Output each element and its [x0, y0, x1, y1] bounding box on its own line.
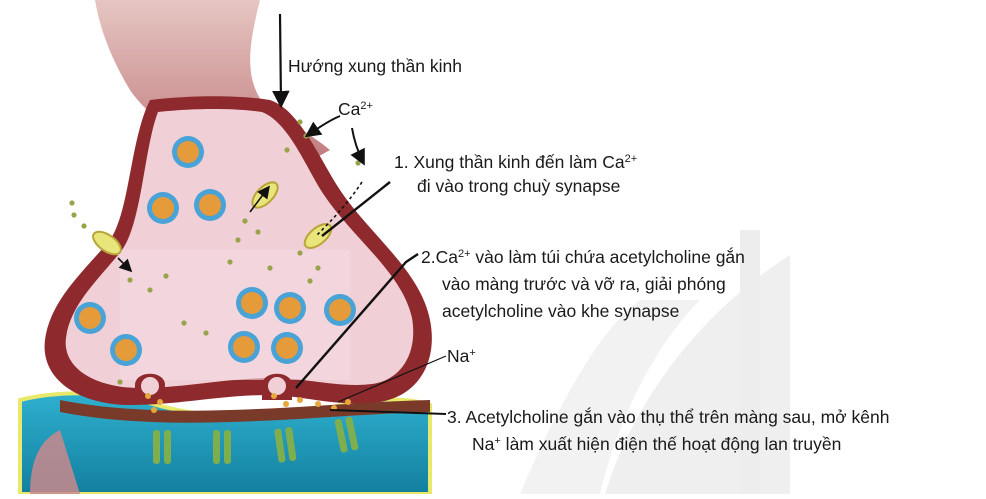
sodium-ion-symbol: Na [447, 346, 469, 366]
step-2-line-3: acetylcholine vào khe synapse [442, 301, 679, 321]
sodium-ion-label: Na+ [447, 344, 476, 368]
step-3-line-1: Acetylcholine gắn vào thụ thể trên màng … [466, 407, 890, 427]
step-1-number: 1. [394, 152, 409, 172]
step-3-number: 3. [447, 407, 462, 427]
step-2-label: 2.Ca2+ vào làm túi chứa acetylcholine gắ… [421, 244, 745, 325]
calcium-ion-label: Ca2+ [338, 97, 373, 121]
step-3-line-2: Na+ làm xuất hiện điện thế hoạt động lan… [472, 434, 841, 454]
step-3-label: 3. Acetylcholine gắn vào thụ thể trên mà… [447, 404, 889, 458]
impulse-direction-label: Hướng xung thần kinh [288, 54, 462, 78]
calcium-ion-charge: 2+ [360, 100, 373, 112]
step-1-line-2: đi vào trong chuỳ synapse [417, 176, 620, 196]
step-2-number: 2. [421, 247, 436, 267]
step-1-label: 1. Xung thần kinh đến làm Ca2+ đi vào tr… [394, 150, 637, 198]
sodium-ion-charge: + [469, 347, 475, 359]
step-2-line-2: vào màng trước và vỡ ra, giải phóng [442, 274, 726, 294]
step-2-line-1: Ca2+ vào làm túi chứa acetylcholine gắn [436, 247, 745, 267]
step-1-line-1: Xung thần kinh đến làm Ca2+ [413, 152, 637, 172]
calcium-ion-symbol: Ca [338, 99, 360, 119]
